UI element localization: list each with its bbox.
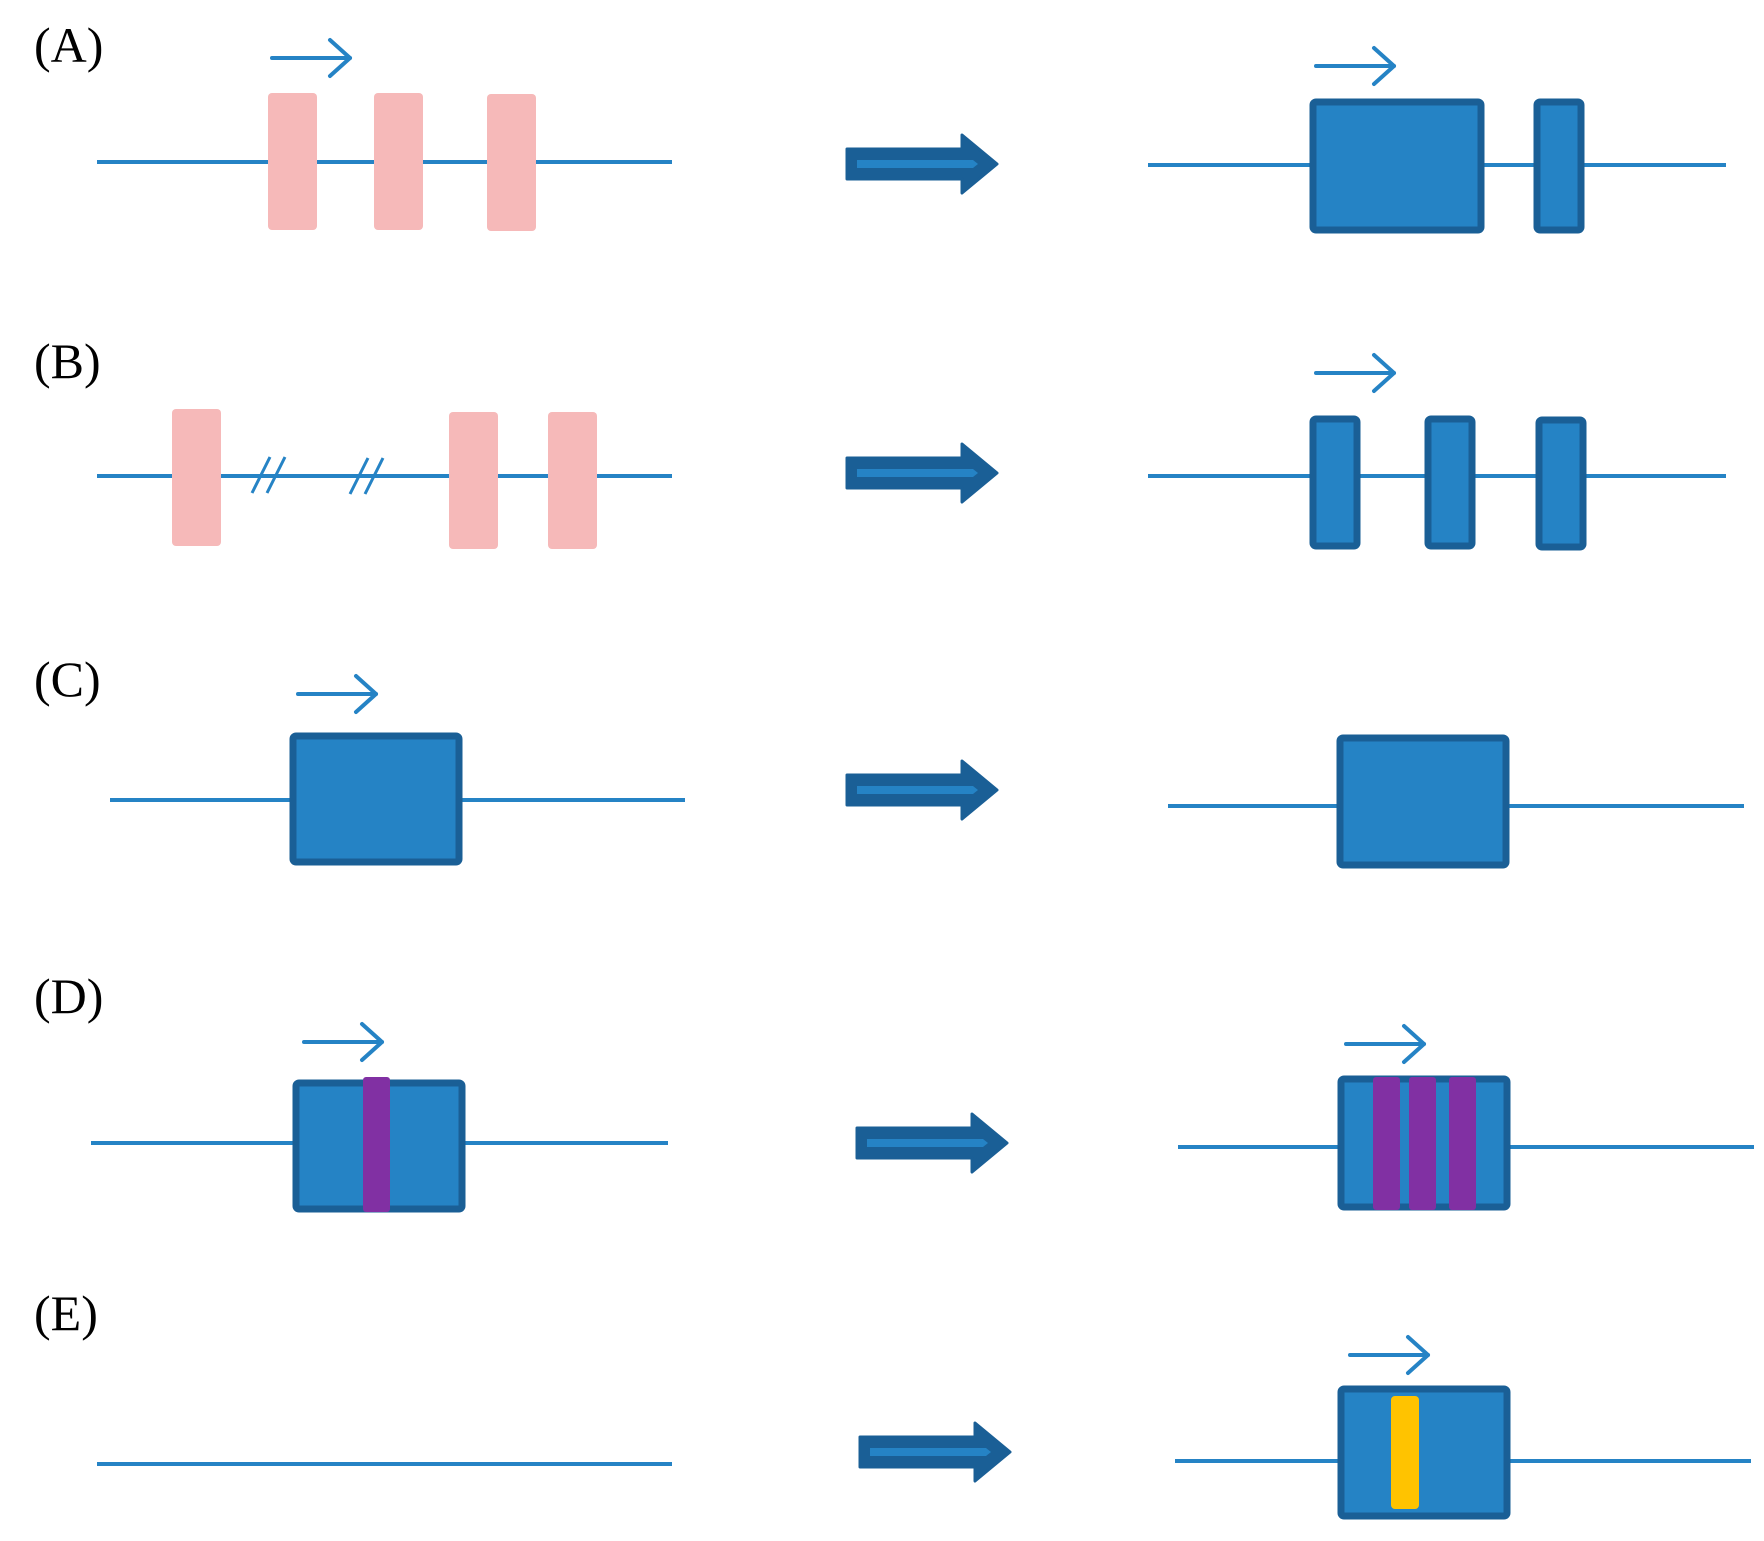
panel-b-before-exon-3 xyxy=(548,412,597,549)
panel-d-after-insert-2 xyxy=(1409,1077,1436,1210)
panel-b-after-direction-arrow-icon xyxy=(1314,353,1396,393)
panel-c-transform-arrow-icon xyxy=(845,759,999,821)
panel-e-after-insert xyxy=(1391,1396,1419,1509)
panel-d-after-insert-3 xyxy=(1449,1077,1476,1210)
panel-a-transform-arrow-icon xyxy=(845,133,999,195)
panel-label-a: (A) xyxy=(34,17,103,73)
panel-b xyxy=(97,353,1726,551)
transform-arrow-highlight xyxy=(870,1448,991,1456)
transform-arrow-highlight xyxy=(857,160,978,168)
panel-d xyxy=(91,1022,1754,1213)
panel-label-d: (D) xyxy=(34,968,103,1024)
panel-d-after-insert-1 xyxy=(1373,1077,1400,1210)
panel-a xyxy=(97,38,1726,234)
panel-d-after-direction-arrow-icon xyxy=(1344,1024,1426,1064)
panel-label-e: (E) xyxy=(34,1285,98,1341)
panel-d-before-insert xyxy=(363,1077,390,1212)
panel-e-transform-arrow-icon xyxy=(858,1421,1012,1483)
panel-b-after-exon-1 xyxy=(1309,415,1361,550)
transform-arrow-highlight xyxy=(857,469,978,477)
panel-c-before-direction-arrow-icon xyxy=(296,674,378,714)
panel-a-before-exon-3 xyxy=(487,94,536,231)
transform-arrow-highlight xyxy=(857,786,978,794)
panel-e-after-exon xyxy=(1337,1385,1511,1520)
panel-a-after-direction-arrow-icon xyxy=(1314,46,1396,86)
panel-e xyxy=(97,1335,1751,1520)
panel-b-before-exon-2 xyxy=(449,412,498,549)
panel-b-after-exon-2 xyxy=(1424,415,1476,550)
panel-e-after-direction-arrow-icon xyxy=(1348,1335,1430,1375)
panel-b-break-mark-2-icon xyxy=(348,457,385,495)
panel-a-before-exon-1 xyxy=(268,93,317,230)
panel-b-transform-arrow-icon xyxy=(845,442,999,504)
panel-a-before-exon-2 xyxy=(374,93,423,230)
panel-d-before-direction-arrow-icon xyxy=(302,1022,384,1062)
panel-c-before-exon xyxy=(289,732,463,866)
panel-c xyxy=(110,674,1744,869)
transform-arrow-highlight xyxy=(867,1139,988,1147)
panel-b-break-mark-1-icon xyxy=(250,456,287,494)
panel-a-after-exon-1 xyxy=(1309,98,1485,234)
panel-a-after-exon-2 xyxy=(1533,98,1585,234)
panel-label-b: (B) xyxy=(34,333,101,389)
panel-a-before-direction-arrow-icon xyxy=(270,38,352,78)
panel-b-after-exon-3 xyxy=(1535,416,1587,551)
panel-label-c: (C) xyxy=(34,651,101,707)
panel-b-before-exon-1 xyxy=(172,409,221,546)
panel-c-after-exon xyxy=(1336,734,1510,869)
panel-d-transform-arrow-icon xyxy=(855,1112,1009,1174)
